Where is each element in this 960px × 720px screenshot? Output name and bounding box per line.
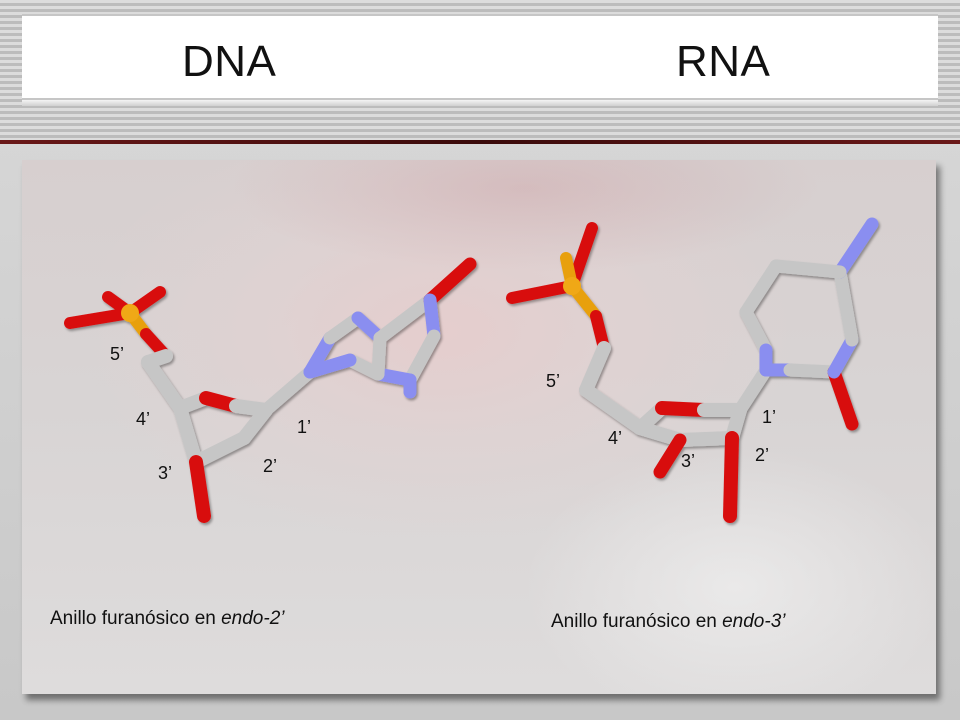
dna-label-c2: 2’ xyxy=(263,456,278,476)
rna-caption-text: Anillo furanósico en xyxy=(551,611,723,632)
rna-label-c4: 4’ xyxy=(608,428,623,448)
rna-3-oxygen xyxy=(653,433,687,479)
dna-nucleotide-model xyxy=(64,257,477,523)
dna-caption-emphasis: endo-2’ xyxy=(221,608,285,629)
dna-3-oxygen xyxy=(189,455,211,523)
rna-base xyxy=(733,217,879,431)
rna-caption-emphasis: endo-3’ xyxy=(722,611,786,632)
rna-label-c3: 3’ xyxy=(681,451,696,471)
rna-nucleotide-model xyxy=(506,217,879,523)
dna-label-c3: 3’ xyxy=(158,463,173,483)
dna-title: DNA xyxy=(182,37,277,86)
rna-label-c1: 1’ xyxy=(762,407,777,427)
header-divider xyxy=(0,140,960,144)
rna-caption: Anillo furanósico en endo-3’ xyxy=(551,611,786,633)
rna-2-oxygen xyxy=(723,431,739,523)
dna-caption: Anillo furanósico en endo-2’ xyxy=(50,608,285,630)
rna-sugar-ring xyxy=(579,341,747,447)
dna-caption-text: Anillo furanósico en xyxy=(50,608,222,629)
dna-label-c4: 4’ xyxy=(136,409,151,429)
dna-base xyxy=(259,257,477,417)
rna-phosphate-group xyxy=(506,222,610,354)
rna-label-c2: 2’ xyxy=(755,445,770,465)
rna-label-c5: 5’ xyxy=(546,371,561,391)
dna-label-c5: 5’ xyxy=(110,344,125,364)
content-panel xyxy=(22,160,936,694)
dna-label-c1: 1’ xyxy=(297,417,312,437)
rna-ring-oxygen xyxy=(655,401,711,417)
title-bar xyxy=(22,14,938,106)
rna-title: RNA xyxy=(676,37,771,86)
